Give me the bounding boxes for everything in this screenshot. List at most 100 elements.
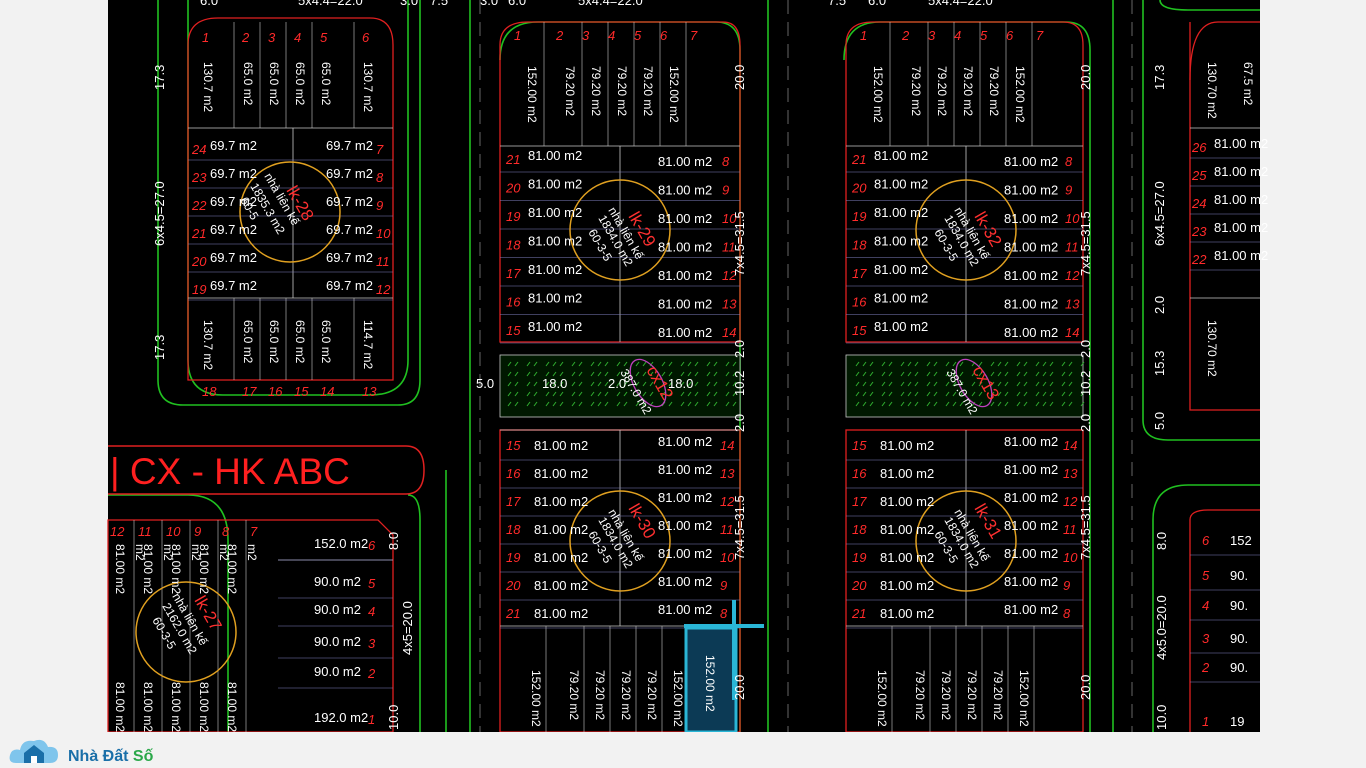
- lot-area-label: 79.20 m2: [935, 66, 949, 116]
- side-dimension: 2.0: [1078, 340, 1093, 358]
- lot-number: 19: [852, 550, 866, 565]
- lot-area-label: 81.00 m2: [658, 490, 712, 505]
- lot-area-label: 81.00 m2: [197, 544, 211, 594]
- lot-area-label: 81.00 m2: [658, 268, 712, 283]
- lot-area-label: 152.00 m2: [1017, 670, 1031, 727]
- lot-area-label: 81.00 m2: [534, 606, 588, 621]
- lot-area-label: 81.00 m2: [874, 234, 928, 249]
- lot-area-label: 65.0 m2: [293, 62, 307, 106]
- lot-area-label: 81.00 m2: [1004, 240, 1058, 255]
- side-dimension: 17.3: [152, 65, 167, 90]
- lot-area-label: 81.00 m2: [658, 183, 712, 198]
- grass-hatch: [507, 361, 1085, 407]
- top-dimension: 3.0: [400, 0, 418, 8]
- lot-area-label: 79.20 m2: [593, 670, 607, 720]
- lot-area-label: 81.00 m2: [528, 148, 582, 163]
- lot-area-label: 65.0 m2: [319, 62, 333, 106]
- lot-area-label: 81.00 m2: [874, 319, 928, 334]
- side-dimension: 6x4.5=27.0: [1152, 181, 1167, 246]
- green-dimension: 2.0: [608, 376, 626, 391]
- side-dimension: 2.0: [732, 340, 747, 358]
- lot-area-label: 81.00 m2: [1004, 462, 1058, 477]
- side-dimension: 7x4.5=31.5: [732, 211, 747, 276]
- lot-area-label: 81.00 m2: [113, 682, 127, 732]
- lot-number: 9: [376, 198, 383, 213]
- ring-k30: [569, 490, 671, 592]
- lot-number: 23: [191, 170, 207, 185]
- lot-number: 1: [202, 30, 209, 45]
- lot-number: 4: [368, 604, 375, 619]
- lot-area-label: 90.0 m2: [314, 664, 361, 679]
- lot-area-label: 81.00 m2: [528, 234, 582, 249]
- lot-number: 15: [852, 438, 867, 453]
- lot-area-label: 81.00 m2: [658, 325, 712, 340]
- lot-area-label: 81.00 m2: [141, 544, 155, 594]
- lot-number: 16: [268, 384, 283, 399]
- side-dimension: 2.0: [1078, 414, 1093, 432]
- green-dimension: 18.0: [542, 376, 567, 391]
- side-dimension: 4x5.0=20.0: [1154, 595, 1169, 660]
- lot-area-label: 65.0 m2: [267, 62, 281, 106]
- side-dimension: 8.0: [386, 532, 401, 550]
- lot-area-unit: m2: [217, 544, 231, 561]
- lot-area-label: 81.00 m2: [1214, 136, 1268, 151]
- lot-number: 17: [242, 384, 257, 399]
- lot-number: 11: [376, 254, 390, 269]
- green-dimension: 5.0: [476, 376, 494, 391]
- lot-area-label: 81.00 m2: [1004, 154, 1058, 169]
- lot-area-label: 79.20 m2: [615, 66, 629, 116]
- ring-k29: [569, 179, 671, 281]
- lot-area-label: 152.00 m2: [1013, 66, 1027, 123]
- lot-area-label: 69.7 m2: [326, 138, 373, 153]
- lot-number: 21: [505, 152, 520, 167]
- lot-area-label: 130.70 m2: [1205, 62, 1219, 119]
- lot-area-label: 81.00 m2: [658, 574, 712, 589]
- side-dimension: 15.3: [1152, 351, 1167, 376]
- lot-number: 5: [634, 28, 642, 43]
- lot-number: 15: [294, 384, 309, 399]
- lot-number: 20: [505, 578, 521, 593]
- green-dimension: 18.0: [668, 376, 693, 391]
- lot-area-label: 81.00 m2: [874, 177, 928, 192]
- lot-number: 21: [851, 606, 866, 621]
- lot-area-label: 81.00 m2: [658, 518, 712, 533]
- lot-area-label: 81.00 m2: [658, 602, 712, 617]
- lot-area-label: 79.20 m2: [961, 66, 975, 116]
- lot-area-label: 81.00 m2: [1004, 297, 1058, 312]
- lot-number: 11: [1065, 240, 1079, 255]
- lot-area-label: 79.20 m2: [991, 670, 1005, 720]
- lot-number: 24: [191, 142, 206, 157]
- lot-number: 18: [852, 522, 867, 537]
- lot-area-label: 81.00 m2: [169, 682, 183, 732]
- lot-number: 15: [852, 323, 867, 338]
- lot-area-unit: m2: [189, 544, 203, 561]
- lot-area-label: 90.: [1230, 598, 1248, 613]
- lot-number: 18: [506, 522, 521, 537]
- lot-area-label: 81.00 m2: [1004, 325, 1058, 340]
- green-space-cx12: [499, 354, 741, 418]
- lot-area-label: 69.7 m2: [326, 194, 373, 209]
- lot-number: 20: [505, 181, 521, 196]
- side-dimension: 20.0: [1078, 675, 1093, 700]
- lot-number: 23: [1191, 224, 1207, 239]
- lot-number: 2: [367, 666, 376, 681]
- lot-area-label: 152.00 m2: [871, 66, 885, 123]
- side-dimension: 10.2: [732, 371, 747, 396]
- lot-number: 16: [506, 295, 521, 310]
- lot-area-label: 69.7 m2: [210, 166, 257, 181]
- lot-area-label: 65.0 m2: [293, 320, 307, 364]
- lot-number: 21: [851, 152, 866, 167]
- lot-number: 3: [368, 636, 376, 651]
- lot-number: 16: [852, 466, 867, 481]
- lot-number: 2: [241, 30, 250, 45]
- lot-number: 12: [110, 524, 125, 539]
- lot-area-label: 69.7 m2: [326, 278, 373, 293]
- lot-number: 4: [954, 28, 961, 43]
- lot-area-label: 81.00 m2: [141, 682, 155, 732]
- lot-number: 9: [720, 578, 727, 593]
- lot-area-label: 81.00 m2: [880, 494, 934, 509]
- lot-area-label: 79.20 m2: [987, 66, 1001, 116]
- lot-area-label: 81.00 m2: [528, 205, 582, 220]
- brand-logo[interactable]: Nhà Đất Số: [8, 733, 153, 767]
